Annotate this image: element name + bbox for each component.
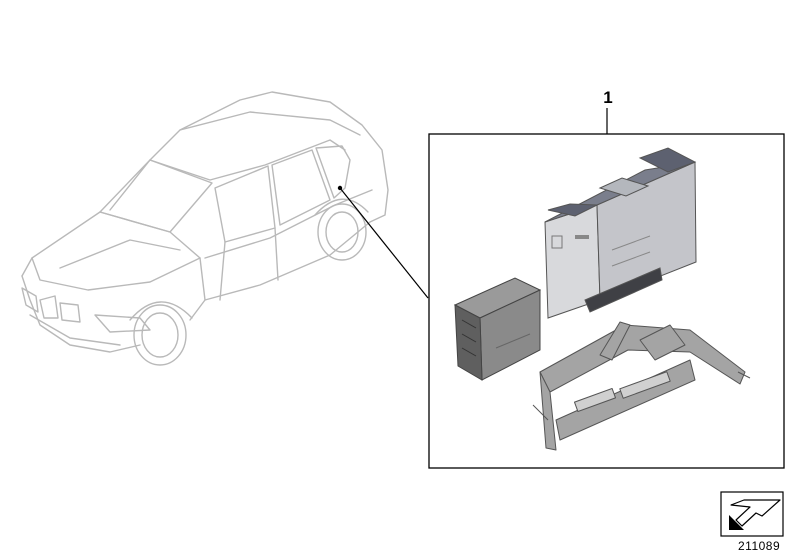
control-module — [544, 147, 697, 319]
callout-label-1: 1 — [603, 88, 613, 107]
small-control-unit — [453, 277, 542, 381]
car-outline-icon — [21, 91, 389, 366]
diagram-number: 211089 — [738, 539, 781, 553]
leader-line — [337, 185, 429, 299]
direction-arrow-icon — [720, 491, 784, 537]
mounting-bracket — [532, 321, 751, 451]
